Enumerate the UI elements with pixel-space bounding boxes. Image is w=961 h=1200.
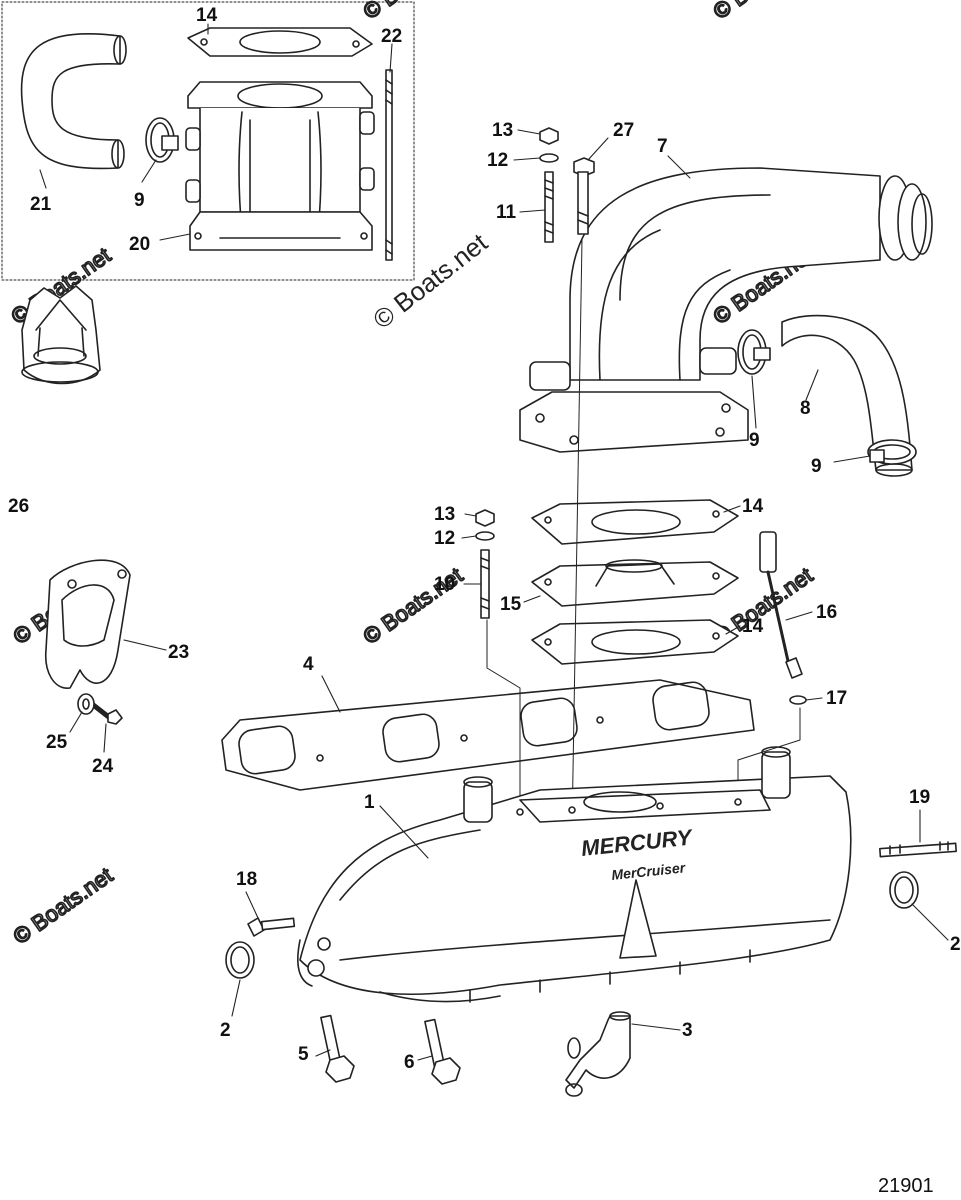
plug-2-left [225,941,255,979]
stud-10 [480,549,490,619]
callout-3: 3 [682,1020,693,1041]
callout-2: 2 [950,934,961,955]
hose-clamp-9-upper [737,329,771,375]
gasket-15 [531,559,739,607]
sensor-16 [759,531,803,679]
washer-12-top [539,153,559,163]
callout-14: 14 [742,616,764,637]
callout-1: 1 [364,792,375,813]
bolt-24 [89,701,123,725]
bolt-18 [247,917,296,937]
hose-21 [20,32,127,170]
gasket-14-inset [187,27,373,57]
flapper-26 [21,285,101,385]
washer-17 [789,695,807,705]
callout-23: 23 [168,642,189,663]
stud-11 [544,171,554,243]
gasket-14-upper [531,499,739,545]
watermark: © Boats.net [359,0,468,24]
callout-2: 2 [220,1020,231,1041]
callout-20: 20 [129,234,150,255]
logo-mercruiser: MerCruiser [611,859,688,883]
callout-17: 17 [826,688,847,709]
callout-16: 16 [816,602,837,623]
callout-24: 24 [92,756,114,777]
plate-23 [45,559,131,689]
callout-21: 21 [30,194,52,215]
callout-9: 9 [749,430,760,451]
exhaust-gasket-4 [221,679,755,791]
inset-box [1,1,415,281]
callout-12: 12 [487,150,508,171]
nut-13-top [539,127,559,145]
riser-block-20 [185,81,375,251]
callout-25: 25 [46,732,68,753]
callout-5: 5 [298,1044,309,1065]
stud-22 [385,69,393,261]
callout-22: 22 [381,26,402,47]
callout-26: 26 [8,496,29,517]
callout-9: 9 [134,190,145,211]
bolt-27 [573,157,595,235]
callout-8: 8 [800,398,811,419]
callout-10: 10 [434,574,455,595]
callout-19: 19 [909,787,930,808]
bolt-5 [320,1014,355,1083]
callout-12: 12 [434,528,455,549]
callout-27: 27 [613,120,634,141]
leader-lines [39,23,949,1061]
callout-4: 4 [303,654,314,675]
callout-9: 9 [811,456,822,477]
callout-13: 13 [492,120,513,141]
callout-6: 6 [404,1052,415,1073]
reference-number: 21901 [878,1175,934,1197]
plug-2-right [889,871,919,909]
washer-25 [77,693,95,715]
callout-14: 14 [196,5,218,26]
hose-clamp-9-inset [145,117,179,163]
callout-11: 11 [496,202,517,223]
callout-18: 18 [236,869,257,890]
elbow-7 [519,167,933,453]
callout-13: 13 [434,504,455,525]
watermark: © Boats.net [9,862,118,949]
watermark: © Boats.net [709,0,818,24]
callout-15: 15 [500,594,522,615]
callout-14: 14 [742,496,764,517]
bolt-6 [424,1018,461,1085]
nut-13-lower [475,509,495,527]
exhaust-manifold-1 [297,746,852,1003]
callout-7: 7 [657,136,668,157]
alignment-lines [486,239,801,831]
hose-clamp-9-lower [867,439,917,465]
fitting-3 [565,1011,631,1097]
stud-19 [879,841,957,858]
washer-12-lower [475,531,495,541]
gasket-14-lower [531,619,739,665]
